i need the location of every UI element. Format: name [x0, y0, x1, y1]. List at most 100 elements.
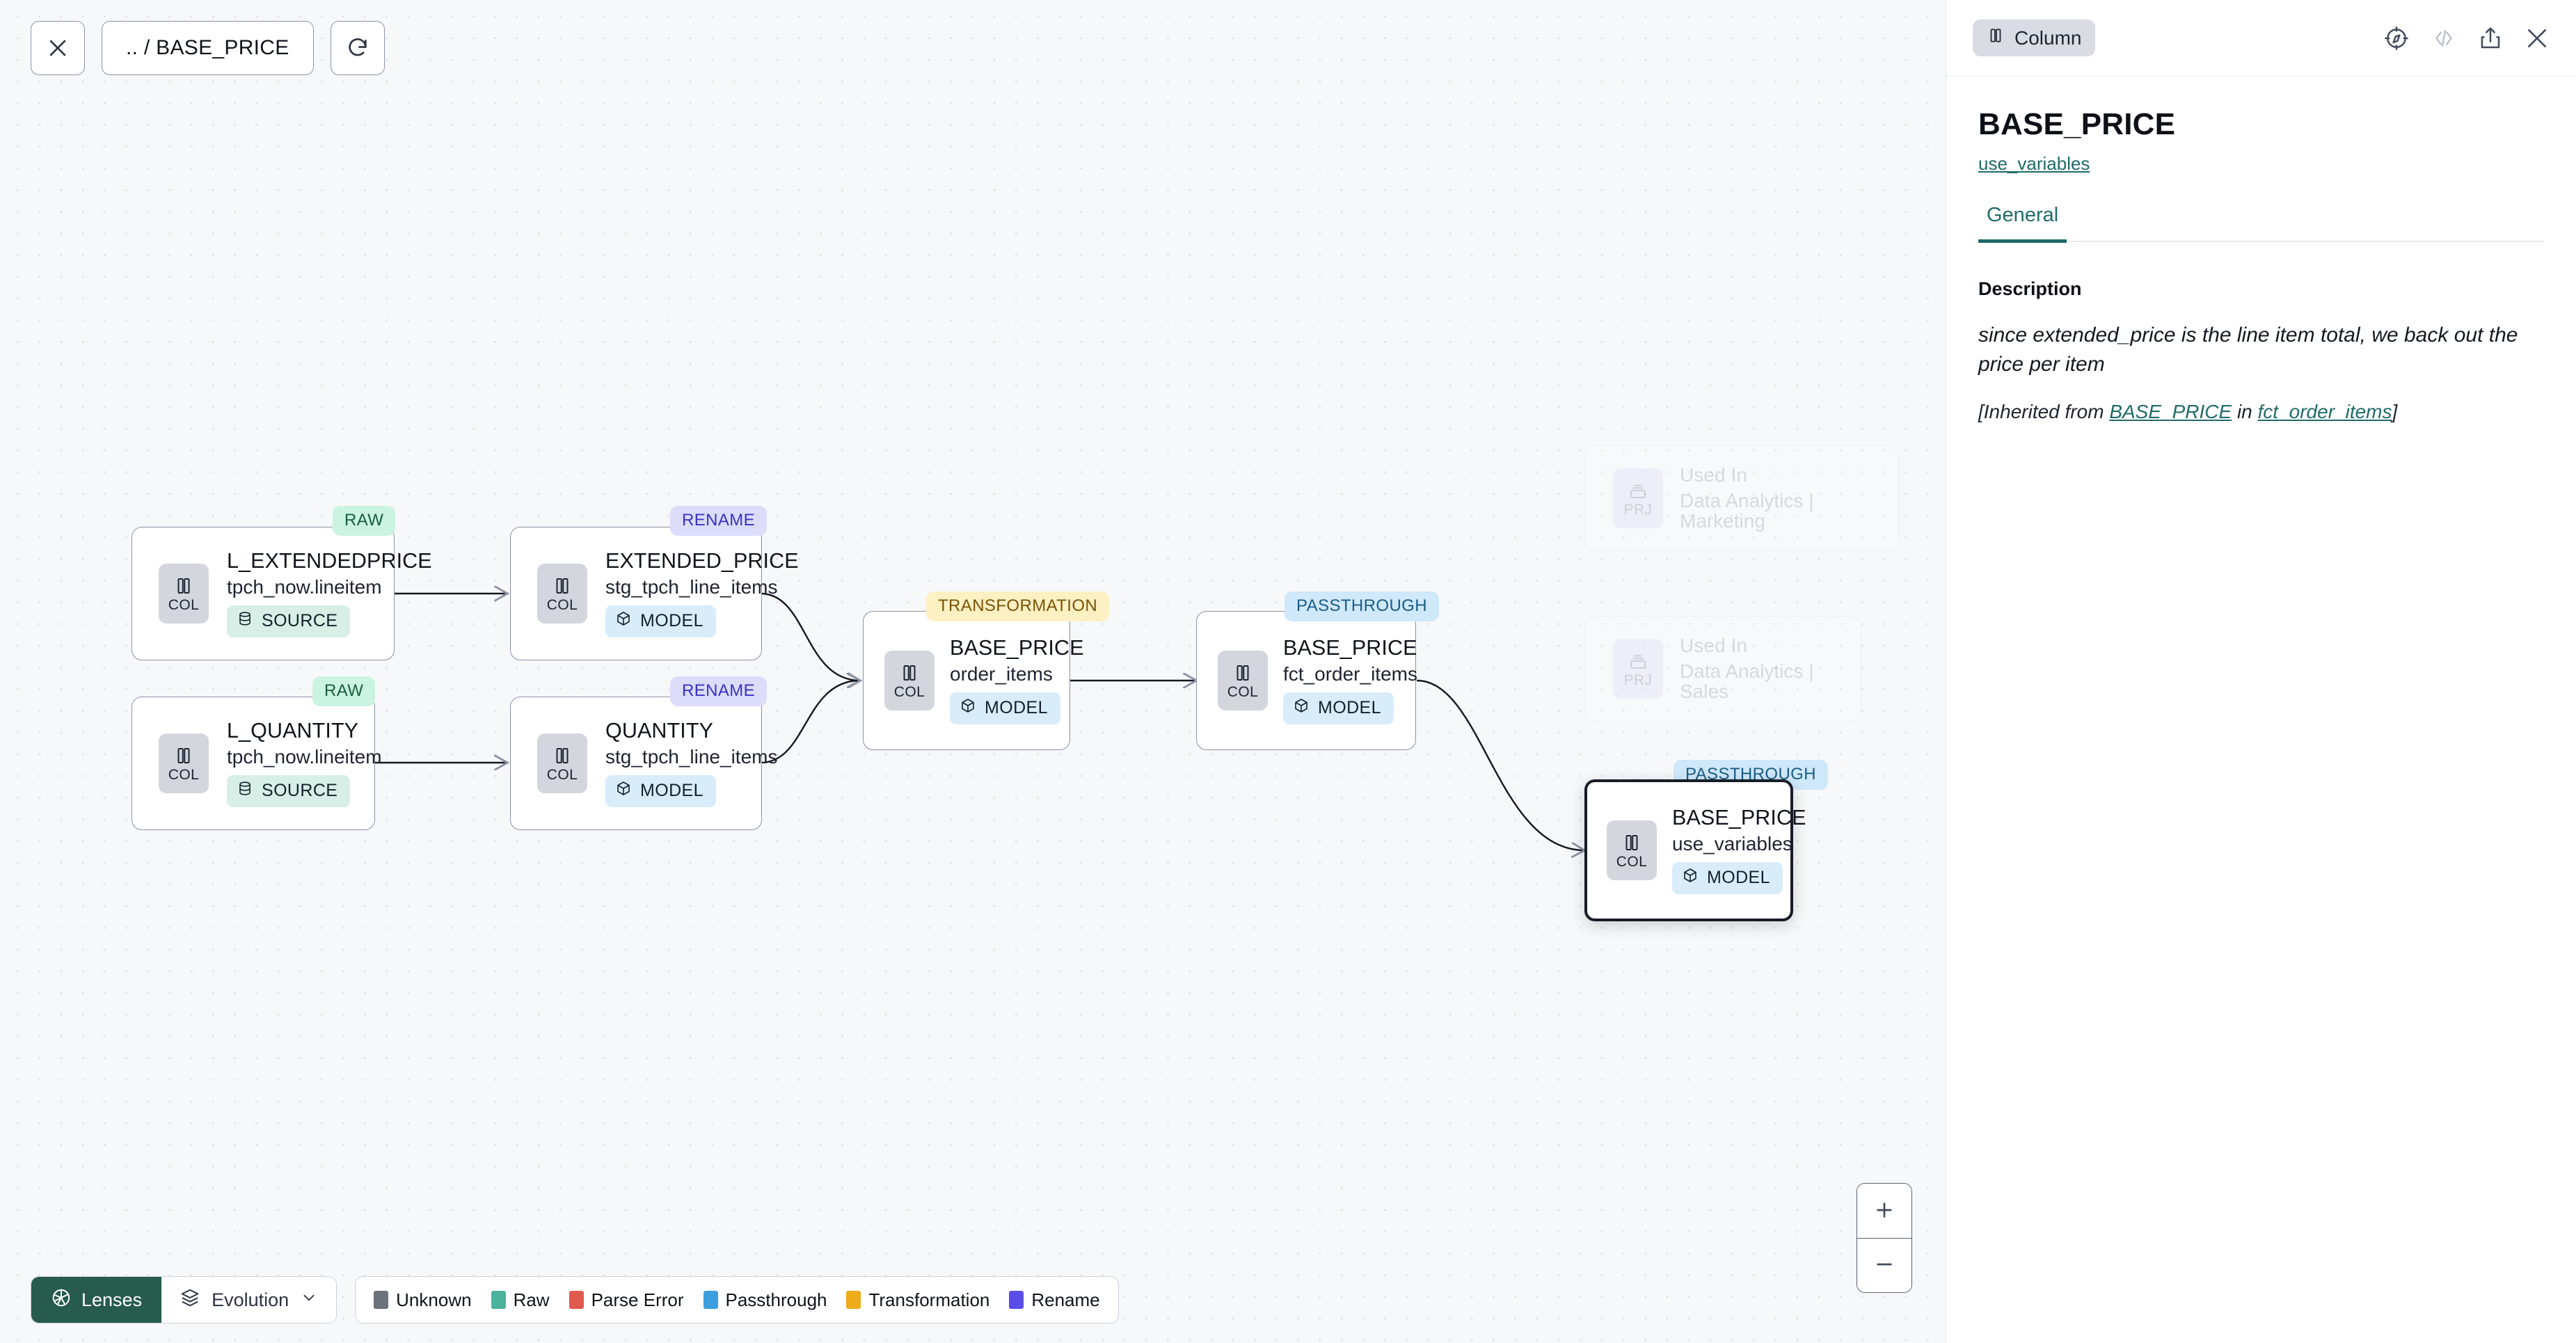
column-tile-label: COL: [1616, 853, 1648, 870]
node-title: L_QUANTITY: [227, 718, 359, 742]
details-panel: Column: [1946, 0, 2576, 1343]
project-tile: PRJ: [1613, 639, 1663, 699]
node-tag-label: RAW: [344, 511, 384, 530]
node-kind-label: SOURCE: [262, 611, 338, 631]
ghost-node-title: Used In: [1680, 464, 1748, 486]
evolution-dropdown[interactable]: Evolution: [161, 1277, 337, 1323]
plus-icon: [1873, 1199, 1895, 1223]
inherited-model-link[interactable]: fct_order_items: [2257, 400, 2392, 422]
inherited-column-link[interactable]: BASE_PRICE: [2109, 400, 2232, 422]
column-tile: COL: [159, 733, 209, 793]
legend-label: Parse Error: [591, 1289, 684, 1310]
legend-item-transformation: Transformation: [846, 1289, 989, 1311]
node-title: BASE_PRICE: [1672, 805, 1806, 829]
cube-icon: [615, 610, 632, 632]
node-tag-rename: RENAME: [670, 676, 768, 706]
lenses-button[interactable]: Lenses: [31, 1277, 162, 1323]
ghost-node-used-in-sales[interactable]: PRJ Used In Data Analytics | Sales: [1584, 616, 1861, 722]
close-icon[interactable]: [2523, 24, 2551, 52]
node-tag-label: PASSTHROUGH: [1296, 596, 1427, 615]
legend: Unknown Raw Parse Error Passthrough Tran…: [355, 1276, 1119, 1324]
legend-swatch: [846, 1291, 861, 1309]
ghost-node-subtitle: Data Analytics | Marketing: [1680, 489, 1814, 532]
graph-node-base-price-use-variables[interactable]: COL BASE_PRICE use_variables MODEL: [1584, 779, 1806, 921]
cube-icon: [960, 697, 976, 719]
column-tile: COL: [537, 733, 587, 793]
project-tile-label: PRJ: [1623, 672, 1653, 688]
legend-item-raw: Raw: [491, 1289, 550, 1311]
node-subtitle: fct_order_items: [1283, 662, 1417, 685]
legend-label: Raw: [513, 1289, 550, 1310]
node-subtitle: tpch_now.lineitem: [227, 745, 382, 768]
node-kind-pill: SOURCE: [227, 605, 351, 638]
compass-icon[interactable]: [2383, 24, 2410, 52]
parent-model-link[interactable]: use_variables: [1978, 153, 2090, 174]
node-title: EXTENDED_PRICE: [605, 548, 799, 573]
column-tile: COL: [159, 564, 209, 623]
layers-icon: [180, 1287, 200, 1313]
node-subtitle: use_variables: [1672, 832, 1792, 855]
node-title: L_EXTENDEDPRICE: [227, 548, 432, 573]
column-tile-label: COL: [168, 766, 200, 783]
node-tag-label: RAW: [324, 681, 364, 700]
node-kind-pill: MODEL: [950, 692, 1060, 725]
minus-icon: [1873, 1253, 1895, 1278]
code-icon[interactable]: [2430, 26, 2458, 50]
node-kind-label: MODEL: [640, 781, 703, 801]
details-panel-header: Column: [1946, 0, 2576, 77]
column-icon: [1987, 26, 2005, 49]
share-icon[interactable]: [2477, 25, 2504, 51]
zoom-out-button[interactable]: [1857, 1238, 1911, 1292]
database-icon: [237, 610, 253, 632]
column-tile-label: COL: [546, 596, 578, 613]
node-tag-label: RENAME: [682, 681, 756, 700]
legend-item-unknown: Unknown: [374, 1289, 472, 1311]
zoom-in-button[interactable]: [1857, 1184, 1911, 1238]
legend-item-parse-error: Parse Error: [569, 1289, 684, 1311]
legend-label: Passthrough: [725, 1289, 827, 1310]
database-icon: [237, 780, 253, 802]
inherited-from-note: [Inherited from BASE_PRICE in fct_order_…: [1978, 401, 2544, 423]
column-tile-label: COL: [168, 596, 200, 613]
close-graph-button[interactable]: [31, 21, 85, 75]
node-subtitle: tpch_now.lineitem: [227, 575, 382, 598]
legend-label: Rename: [1031, 1289, 1100, 1310]
project-tile-label: PRJ: [1623, 501, 1653, 518]
legend-item-rename: Rename: [1009, 1289, 1100, 1311]
details-panel-body: BASE_PRICE use_variables General Descrip…: [1946, 77, 2576, 423]
legend-item-passthrough: Passthrough: [703, 1289, 827, 1311]
description-text: since extended_price is the line item to…: [1978, 323, 2518, 376]
node-kind-label: SOURCE: [262, 781, 338, 801]
column-tile: COL: [884, 651, 935, 710]
close-icon: [46, 36, 70, 60]
graph-node-l-extendedprice[interactable]: COL L_EXTENDEDPRICE tpch_now.lineitem SO…: [132, 527, 432, 660]
graph-node-base-price-fct-order-items[interactable]: COL BASE_PRICE fct_order_items MODEL: [1196, 611, 1417, 750]
inherited-mid: in: [2232, 400, 2258, 422]
node-subtitle: stg_tpch_line_items: [605, 575, 778, 598]
graph-node-quantity[interactable]: COL QUANTITY stg_tpch_line_items MODEL: [510, 697, 777, 830]
canvas-toolbar: .. / BASE_PRICE: [31, 21, 385, 75]
lenses-group: Lenses Evolution: [31, 1276, 337, 1324]
node-subtitle: order_items: [950, 662, 1053, 685]
canvas-bottom-bar: Lenses Evolution Unk: [31, 1276, 1119, 1324]
node-title: BASE_PRICE: [1283, 635, 1417, 660]
lineage-canvas[interactable]: .. / BASE_PRICE: [0, 0, 1946, 1343]
graph-node-extended-price[interactable]: COL EXTENDED_PRICE stg_tpch_line_items M…: [510, 527, 799, 660]
legend-swatch: [569, 1291, 584, 1309]
graph-node-l-quantity[interactable]: COL L_QUANTITY tpch_now.lineitem SOURCE: [132, 697, 382, 830]
refresh-button[interactable]: [330, 21, 385, 75]
node-kind-pill: SOURCE: [227, 775, 351, 808]
legend-swatch: [703, 1291, 718, 1309]
node-tag-raw: RAW: [312, 676, 376, 706]
cube-icon: [1682, 867, 1699, 889]
project-tile: PRJ: [1613, 468, 1663, 528]
entity-kind-chip[interactable]: Column: [1973, 19, 2096, 56]
tab-general[interactable]: General: [1978, 204, 2067, 243]
graph-node-base-price-order-items[interactable]: COL BASE_PRICE order_items MODEL: [863, 611, 1083, 750]
column-tile: COL: [537, 564, 587, 623]
column-tile-label: COL: [546, 766, 578, 783]
breadcrumb[interactable]: .. / BASE_PRICE: [102, 21, 314, 75]
lenses-label: Lenses: [81, 1289, 143, 1310]
ghost-node-used-in-marketing[interactable]: PRJ Used In Data Analytics | Marketing: [1584, 445, 1899, 551]
node-tag-label: TRANSFORMATION: [938, 596, 1098, 615]
